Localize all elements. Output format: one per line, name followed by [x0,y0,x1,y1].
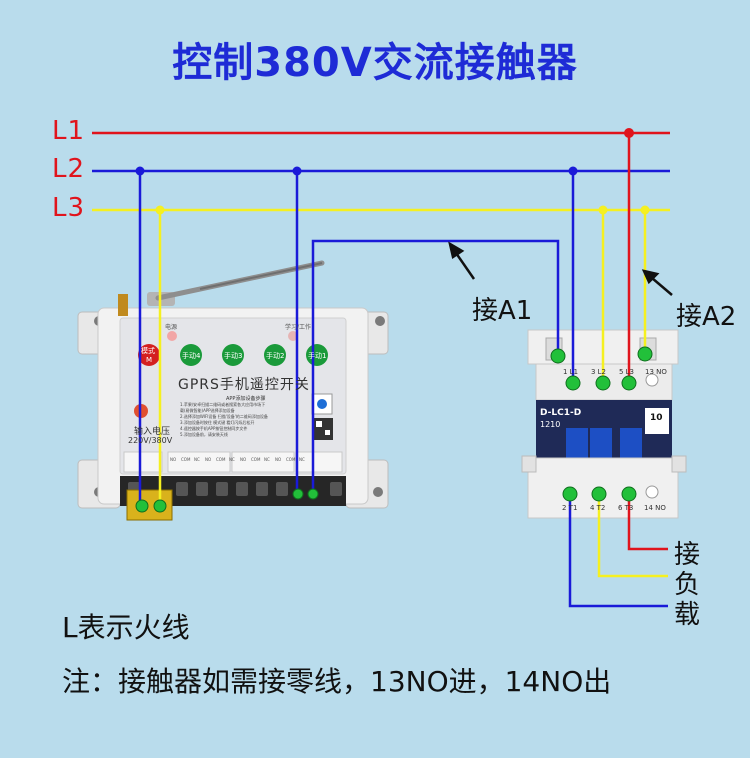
annotation-a2: 接A2 [676,302,737,332]
manual-3-label: 手动3 [224,352,243,360]
contactor-rating: 10 [650,413,663,423]
contactor-bottom-terminals: 2 T1 4 T2 6 T3 14 NO [562,504,672,512]
terminal-label: COM [286,457,296,462]
page-title: 控制380V交流接触器 [172,40,578,86]
contactor-terminal-label: 5 L3 [618,368,634,376]
input-voltage-value: 220V/380V [128,436,173,445]
terminal-label: COM [181,457,191,462]
contactor-top-terminals: 1 L1 3 L2 5 L3 13 NO [563,368,673,376]
manual-4-label: 手动4 [182,352,201,360]
annotation-load-2: 负 [674,570,701,600]
terminal-label: COM [251,457,261,462]
terminal-label: NO [170,457,177,462]
power-indicator-label: 电源 [165,324,178,331]
contactor-terminal-label: 1 L1 [563,368,579,376]
setup-step: 4.遥控器按手机APP按钮控制同步文件 [180,426,248,431]
input-voltage-label: 输入电压 [134,427,171,437]
manual-1-button [306,344,328,366]
device-name: GPRS手机遥控开关 [178,377,310,393]
annotation-load-1: 接 [674,540,701,570]
contactor-terminal-label: 13 NO [645,368,667,376]
setup-steps-title: APP添加设备步骤 [226,396,266,402]
label-l2: L2 [52,154,86,184]
learn-indicator-label: 学习/工作 [285,324,312,331]
contactor-terminal-label: 6 T3 [617,504,634,512]
terminal-label: COM [216,457,226,462]
setup-steps: 1.苹果/安卓扫描二维码或者搜索各大应用市场下 载(易微智能)APP选择添加设备… [180,402,308,446]
manual-1-label: 手动1 [308,352,327,360]
contactor-terminal-label: 14 NO [644,504,666,512]
annotation-load-3: 载 [674,600,701,630]
contactor-terminal-label: 2 T1 [562,504,578,512]
contactor-code: 1210 [540,420,561,429]
wire-load-yellow [597,494,668,578]
note-neutral-wiring: 注：接触器如需接零线，13NO进，14NO出 [62,665,612,698]
terminal-label: NO [275,457,282,462]
terminal-label: NO [240,457,247,462]
setup-step: 3.添加设备时按住 模式键 看灯闪烁后松开 [180,420,255,425]
contactor-model: D-LC1-D [540,408,582,418]
manual-2-label: 手动2 [266,352,285,360]
ac-contactor [521,329,687,519]
contactor-terminal-label: 3 L2 [590,368,607,376]
wire-load-blue [568,494,668,608]
note-live-wire: L表示火线 [62,611,190,644]
wire-load-red [627,494,668,551]
manual-2-button [264,344,286,366]
relay-terminal-labels: NO COM NC NO COM NC NO COM NC NO COM NC [170,457,340,462]
setup-step: 2.选择添加WIFI设备 扫描'设备'的二维码添加设备 [180,414,268,419]
setup-step: 载(易微智能)APP选择添加设备 [180,408,235,413]
terminal-label: NC [229,457,235,462]
annotation-a1: 接A1 [472,296,533,326]
mode-button-sub: M [146,356,153,364]
wire-relay-to-a1 [311,239,560,493]
setup-step: 5.添加设备前，请安装天线 [180,432,228,437]
terminal-label: NC [299,457,305,462]
terminal-label: NO [205,457,212,462]
manual-3-button [222,344,244,366]
gprs-remote-switch [77,260,389,521]
label-l3: L3 [52,193,86,223]
setup-step: 1.苹果/安卓扫描二维码或者搜索各大应用市场下 [180,402,266,407]
terminal-label: NC [264,457,270,462]
manual-4-button [180,344,202,366]
mode-button-label: 模式 [141,347,155,355]
mode-button [138,344,160,366]
contactor-terminal-label: 4 T2 [589,504,606,512]
terminal-label: NC [194,457,200,462]
label-l1: L1 [52,116,86,146]
